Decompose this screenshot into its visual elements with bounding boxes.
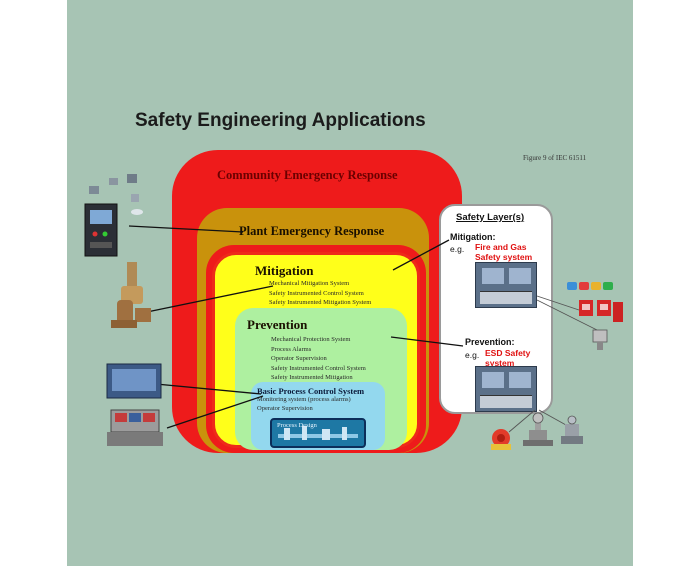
shutdown-valve-icon bbox=[523, 412, 553, 446]
list-item: Process Alarms bbox=[271, 345, 312, 353]
mitigation-items: Mechanical Mitigation System Safety Inst… bbox=[269, 279, 371, 308]
field-device-line bbox=[536, 295, 580, 311]
figure-reference: Figure 9 of IEC 61511 bbox=[523, 154, 587, 162]
field-device-line bbox=[508, 409, 536, 433]
list-item: Safety Instrumented Mitigation System bbox=[269, 299, 372, 307]
slide: Safety Engineering Applications Figure 9… bbox=[67, 0, 633, 566]
esd-system-label: ESD Safety system bbox=[485, 348, 530, 368]
slide-title: Safety Engineering Applications bbox=[135, 110, 426, 131]
esd-line-2: system bbox=[485, 358, 515, 368]
process-design-label: Process Design bbox=[277, 422, 317, 429]
control-panel-icon bbox=[84, 203, 118, 257]
mitigation-layer-label: Mitigation bbox=[255, 263, 314, 278]
list-item: Operator Supervision bbox=[257, 404, 313, 412]
process-design-layer bbox=[270, 418, 366, 448]
safety-layers-title: Safety Layer(s) bbox=[456, 212, 525, 223]
list-item: Operator Supervision bbox=[271, 355, 327, 363]
list-item: Mechanical Protection System bbox=[271, 336, 351, 343]
mitigation-connector-line bbox=[146, 285, 274, 313]
panel-prevention-label: Prevention: bbox=[465, 337, 515, 347]
plant-pipework-icon bbox=[278, 426, 358, 440]
sensor-devices-icon bbox=[89, 174, 143, 215]
fire-gas-system-label: Fire and Gas Safety system bbox=[475, 242, 532, 262]
valve-actuator-icon bbox=[561, 415, 583, 444]
fire-gas-line-2: Safety system bbox=[475, 252, 533, 262]
relief-valve-icon bbox=[111, 262, 151, 328]
fire-gas-line-1: Fire and Gas bbox=[475, 242, 527, 252]
panel-eg-label: e.g. bbox=[465, 350, 480, 360]
esd-cabinet-icon bbox=[475, 366, 537, 412]
field-device-line bbox=[536, 299, 598, 331]
panel-mitigation-label: Mitigation: bbox=[450, 232, 496, 242]
beacon-lights-icon bbox=[567, 282, 613, 290]
list-item: Safety Instrumented Control System bbox=[271, 364, 366, 372]
prevention-layer-label: Prevention bbox=[247, 317, 308, 332]
detector-icon bbox=[592, 329, 608, 350]
plant-layer-label: Plant Emergency Response bbox=[239, 224, 385, 238]
bpcs-connector-line bbox=[166, 395, 264, 429]
bpcs-layer-label: Basic Process Control System bbox=[257, 386, 365, 396]
esd-line-1: ESD Safety bbox=[485, 348, 531, 358]
operator-console-icon bbox=[107, 409, 163, 446]
plant-connector-line bbox=[128, 225, 244, 233]
fire-gas-cabinet-icon bbox=[475, 262, 537, 308]
panel-mitigation-line bbox=[392, 239, 450, 271]
list-item: Safety Instrumented Control System bbox=[269, 289, 364, 297]
list-item: Safety Instrumented Mitigation bbox=[271, 374, 353, 382]
prevention-items: Mechanical Protection System Process Ala… bbox=[271, 335, 366, 383]
list-item: Monitoring system (process alarms) bbox=[257, 396, 351, 403]
bpcs-items: Monitoring system (process alarms) Opera… bbox=[257, 396, 351, 414]
connector-graphics bbox=[84, 174, 623, 450]
operator-screen-icon bbox=[106, 363, 162, 399]
community-layer-label: Community Emergency Response bbox=[217, 168, 398, 182]
list-item: Mechanical Mitigation System bbox=[269, 280, 350, 287]
emergency-stop-icon bbox=[491, 429, 511, 450]
panel-prevention-line bbox=[390, 336, 464, 347]
fire-alarm-call-point-icon bbox=[579, 300, 623, 322]
panel-eg-label: e.g. bbox=[450, 244, 465, 254]
